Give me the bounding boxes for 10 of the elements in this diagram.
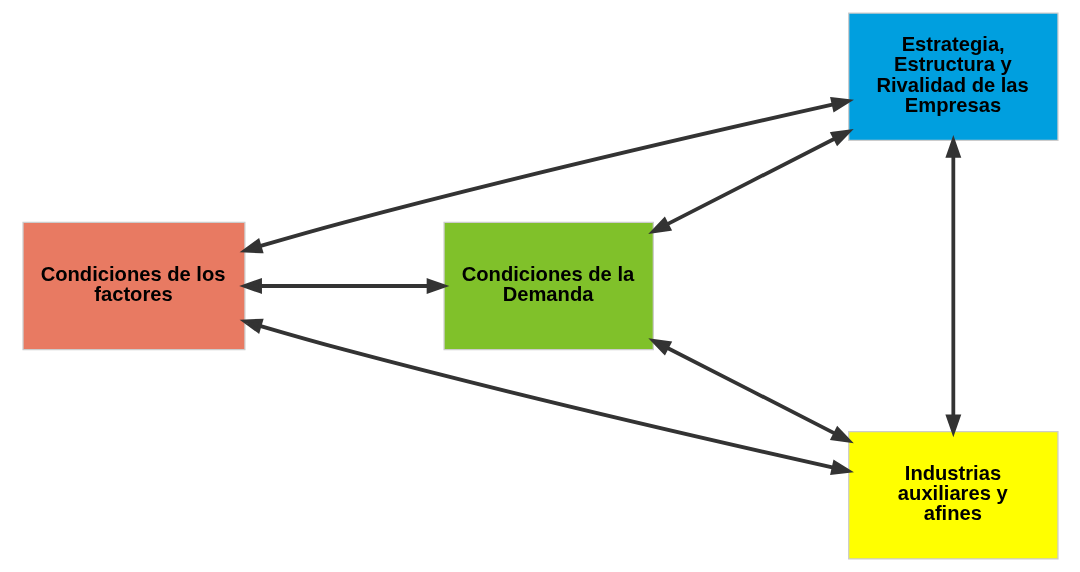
arrow <box>944 135 961 438</box>
arrow <box>647 128 854 234</box>
node-box: Industrias auxiliares y afines <box>847 430 1059 560</box>
node-box: Condiciones de la Demanda <box>442 221 654 351</box>
node-box: Condiciones de los factores <box>21 221 246 351</box>
arrow <box>647 338 854 444</box>
arrow <box>239 96 854 254</box>
arrow <box>238 278 449 294</box>
node-box: Estrategia, Estructura y Rivalidad de las Empresas <box>847 12 1059 142</box>
arrow <box>239 318 854 476</box>
